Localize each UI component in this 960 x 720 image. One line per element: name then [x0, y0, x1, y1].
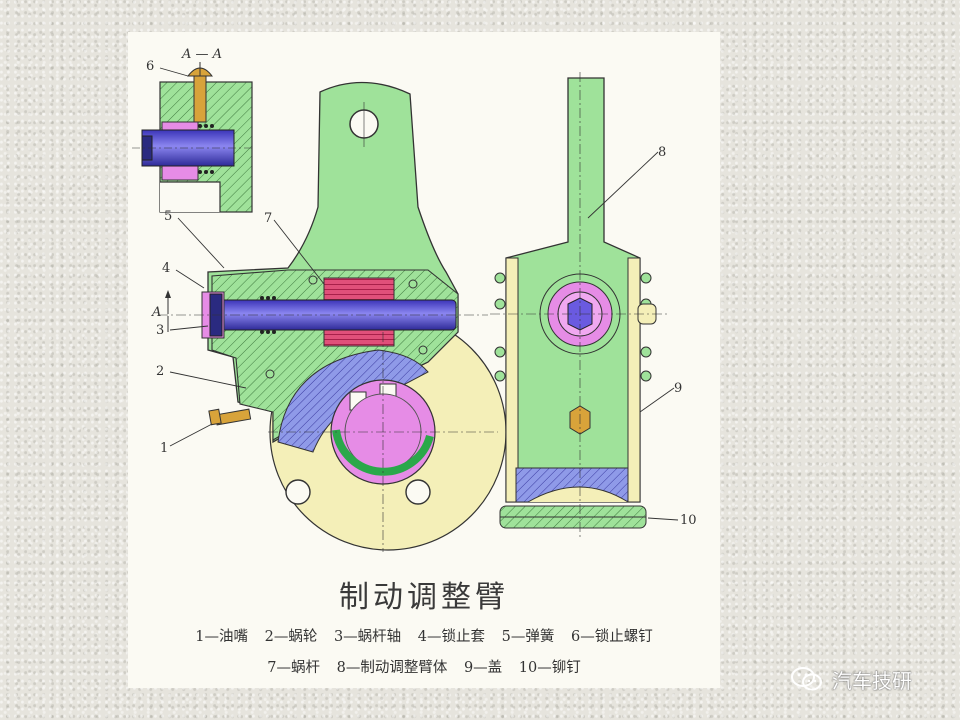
- watermark: 汽车技研: [790, 664, 912, 694]
- legend-item: 6—锁止螺钉: [570, 629, 653, 645]
- callout-2: 2: [156, 364, 164, 379]
- legend-item: 8—制动调整臂体: [336, 660, 448, 676]
- wechat-icon: [791, 667, 822, 691]
- legend-item: 9—盖: [463, 660, 503, 676]
- section-mark: A: [151, 305, 161, 320]
- adjuster-body-side-view: [158, 81, 507, 552]
- caption-title: 制动调整臂: [339, 580, 509, 615]
- callout-1: 1: [160, 441, 168, 456]
- callout-7: 7: [264, 211, 272, 226]
- callout-9: 9: [674, 381, 682, 396]
- legend-item: 5—弹簧: [501, 629, 555, 645]
- section-label: A — A: [181, 47, 222, 62]
- figure-panel: 1 2 3 4 5 6 7 8 9 10 A — A A 制动调整臂 1—油嘴 …: [128, 32, 720, 688]
- callout-8: 8: [658, 145, 666, 160]
- legend-item: 4—锁止套: [417, 629, 486, 645]
- slack-adjuster-diagram: 1 2 3 4 5 6 7 8 9 10 A — A A: [132, 47, 697, 552]
- legend-item: 7—蜗杆: [267, 660, 320, 676]
- callout-5: 5: [164, 209, 172, 224]
- callout-4: 4: [162, 261, 170, 276]
- legend-item: 3—蜗杆轴: [333, 629, 402, 645]
- legend-row-1: 1—油嘴 2—蜗轮 3—蜗杆轴 4—锁止套 5—弹簧 6—锁止螺钉: [128, 625, 720, 646]
- legend-item: 2—蜗轮: [264, 629, 318, 645]
- callout-leaders: [159, 67, 679, 521]
- legend-row-2: 7—蜗杆 8—制动调整臂体 9—盖 10—铆钉: [128, 656, 720, 677]
- watermark-text: 汽车技研: [832, 668, 912, 693]
- callout-3: 3: [156, 323, 164, 338]
- callout-10: 10: [680, 513, 697, 528]
- section-inset: [132, 62, 254, 213]
- callout-6: 6: [146, 59, 154, 74]
- legend-item: 10—铆钉: [518, 660, 581, 676]
- legend-item: 1—油嘴: [195, 629, 248, 645]
- adjuster-body-front-view: [490, 72, 668, 537]
